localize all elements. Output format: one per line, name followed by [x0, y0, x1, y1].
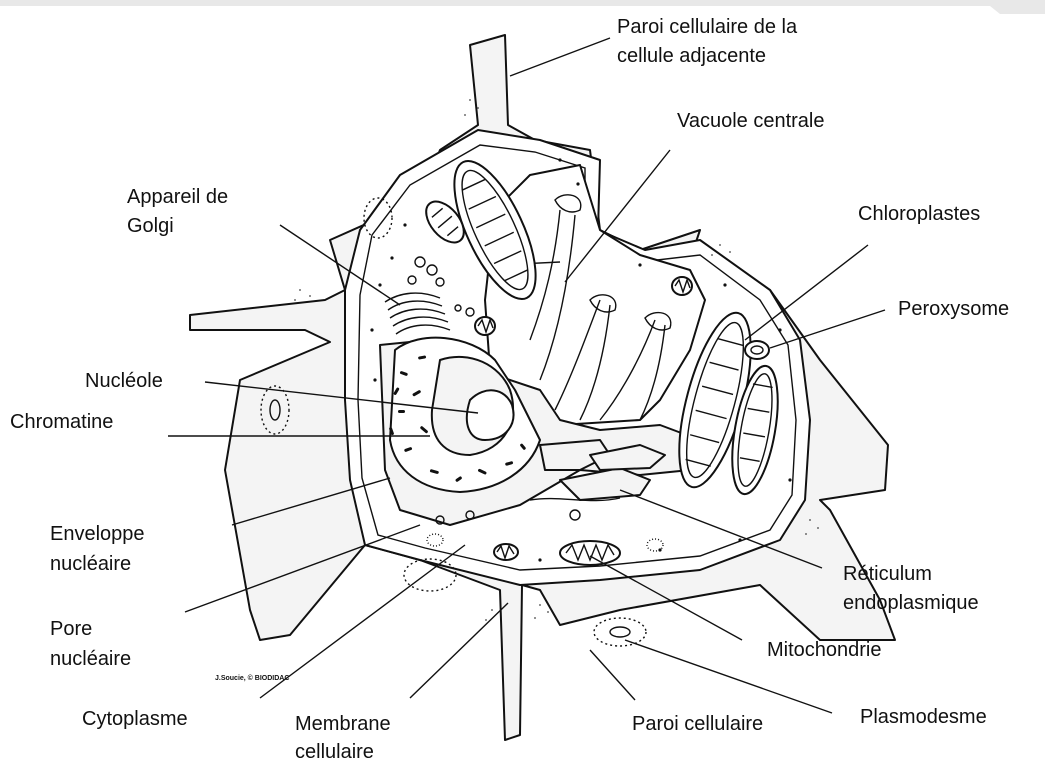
label-nucleole: Nucléole: [85, 370, 163, 392]
label-pore-2: nucléaire: [50, 648, 131, 670]
label-paroi-cellulaire: Paroi cellulaire: [632, 713, 763, 735]
label-peroxysome: Peroxysome: [898, 298, 1009, 320]
label-membrane-2: cellulaire: [295, 741, 374, 763]
label-reticulum-1: Réticulum: [843, 563, 932, 585]
top-border-strip: [0, 0, 1045, 14]
label-golgi-1: Appareil de: [127, 186, 228, 208]
label-enveloppe-2: nucléaire: [50, 553, 131, 575]
label-membrane-1: Membrane: [295, 713, 391, 735]
label-paroi-adjacente-1: Paroi cellulaire de la: [617, 16, 798, 38]
label-chloroplastes: Chloroplastes: [858, 203, 980, 225]
label-cytoplasme: Cytoplasme: [82, 708, 188, 730]
label-reticulum-2: endoplasmique: [843, 592, 979, 614]
credit-text: J.Soucie, © BIODIDAC: [215, 674, 289, 682]
label-plasmodesme: Plasmodesme: [860, 706, 987, 728]
label-mitochondrie: Mitochondrie: [767, 639, 882, 661]
label-enveloppe-1: Enveloppe: [50, 523, 145, 545]
label-vacuole-centrale: Vacuole centrale: [677, 110, 825, 132]
label-pore-1: Pore: [50, 618, 92, 640]
nucleolus: [467, 390, 514, 440]
label-paroi-adjacente-2: cellule adjacente: [617, 45, 766, 67]
peroxisome: [745, 341, 769, 359]
label-chromatine: Chromatine: [10, 411, 113, 433]
label-golgi-2: Golgi: [127, 215, 174, 237]
